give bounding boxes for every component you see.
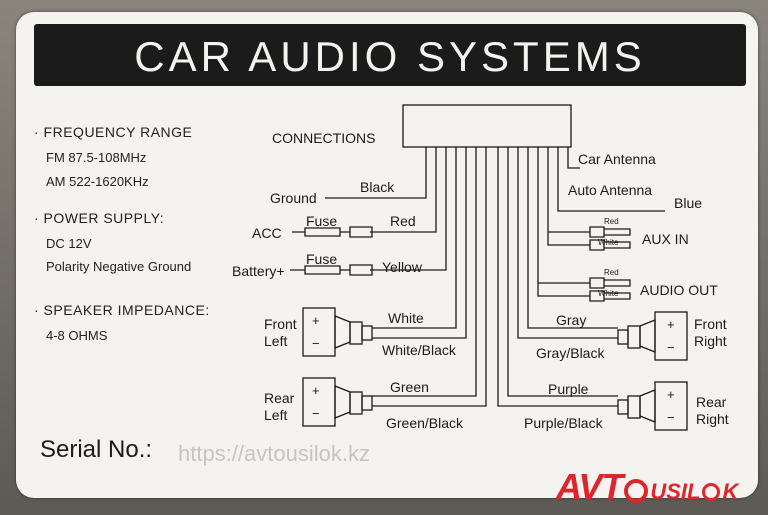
wire-ground (325, 147, 427, 199)
wire-car-antenna (567, 147, 580, 169)
sticker-label (16, 12, 758, 498)
rear-left-label-2: Left (264, 407, 287, 423)
power-heading: · POWER SUPPLY: (34, 210, 165, 226)
white-wire-label: White (388, 310, 424, 326)
rca-aux-white (589, 239, 631, 251)
wire-auto-antenna (557, 147, 665, 212)
impedance-heading: · SPEAKER IMPEDANCE: (34, 302, 210, 318)
ohms: 4-8 OHMS (46, 328, 108, 343)
rear-right-plus: + (667, 387, 675, 402)
frequency-heading: · FREQUENCY RANGE (34, 124, 193, 140)
purple-black-wire-label: Purple/Black (524, 415, 604, 431)
wire-battery (370, 147, 447, 271)
white-black-wire-label: White/Black (382, 342, 457, 358)
rear-left-label-1: Rear (264, 390, 295, 406)
logo-k: K (722, 479, 739, 504)
out-red-tag: Red (604, 268, 619, 277)
aux-in-label: AUX IN (642, 231, 689, 247)
wire-aux-white (547, 147, 590, 246)
blue-wire-label: Blue (674, 195, 702, 211)
battery-label: Battery+ (232, 263, 285, 279)
speaker-front-right (617, 311, 688, 361)
rear-right-label-1: Rear (696, 394, 727, 410)
audio-out-label: AUDIO OUT (640, 282, 718, 298)
serial-number-label: Serial No.: (40, 436, 153, 463)
fm-range: FM 87.5-108MHz (46, 150, 147, 165)
front-right-minus: − (667, 340, 675, 355)
dc-voltage: DC 12V (46, 236, 92, 251)
polarity: Polarity Negative Ground (46, 259, 192, 274)
front-left-label-2: Left (264, 333, 287, 349)
fuse-battery (290, 264, 373, 276)
wheel-icon-2 (702, 483, 721, 501)
front-left-label-1: Front (264, 316, 297, 332)
rear-left-minus: − (312, 406, 320, 421)
wire-purple-black (497, 147, 618, 407)
gray-black-wire-label: Gray/Black (536, 345, 605, 361)
wire-green (372, 147, 477, 397)
wire-gray-black (517, 147, 618, 339)
front-left-minus: − (312, 336, 320, 351)
ground-label: Ground (270, 190, 317, 206)
red-wire-label: Red (390, 213, 416, 229)
rear-right-label-2: Right (696, 411, 729, 427)
rear-right-minus: − (667, 410, 675, 425)
front-right-label-1: Front (694, 316, 727, 332)
car-antenna-label: Car Antenna (578, 151, 656, 167)
green-wire-label: Green (390, 379, 429, 395)
title-bar: CAR AUDIO SYSTEMS (34, 24, 746, 86)
purple-wire-label: Purple (548, 381, 589, 397)
connector-block (402, 104, 572, 148)
wire-purple (507, 147, 618, 397)
green-black-wire-label: Green/Black (386, 415, 464, 431)
fuse-label-1: Fuse (306, 213, 337, 229)
rca-out-white (589, 290, 631, 302)
watermark-url: https://avtousilok.kz (178, 441, 370, 466)
wire-white-black (372, 147, 467, 339)
gray-wire-label: Gray (556, 312, 586, 328)
speaker-front-left (302, 307, 373, 357)
yellow-wire-label: Yellow (382, 259, 423, 275)
black-wire-label: Black (360, 179, 395, 195)
front-left-plus: + (312, 313, 320, 328)
fuse-acc (292, 226, 373, 238)
front-right-label-2: Right (694, 333, 727, 349)
wire-white (372, 147, 457, 329)
aux-white-tag: White (598, 238, 619, 247)
brand-logo: AVT USIL K (556, 466, 739, 507)
acc-label: ACC (252, 225, 282, 241)
page-title: CAR AUDIO SYSTEMS (134, 33, 646, 80)
am-range: AM 522-1620KHz (46, 174, 149, 189)
connections-label: CONNECTIONS (272, 130, 375, 146)
logo-usil: USIL (650, 479, 701, 504)
out-white-tag: White (598, 289, 619, 298)
rear-left-plus: + (312, 383, 320, 398)
rca-aux-red (589, 226, 631, 238)
aux-red-tag: Red (604, 217, 619, 226)
wire-green-black (372, 147, 487, 407)
speaker-rear-left (302, 377, 373, 427)
wire-acc (370, 147, 437, 233)
logo-avt: AVT (556, 466, 623, 507)
wire-out-white (537, 147, 590, 297)
rca-out-red (589, 277, 631, 289)
auto-antenna-label: Auto Antenna (568, 182, 652, 198)
fuse-label-2: Fuse (306, 251, 337, 267)
wheel-icon (624, 479, 649, 503)
front-right-plus: + (667, 317, 675, 332)
speaker-rear-right (617, 381, 688, 431)
wire-gray (527, 147, 618, 329)
